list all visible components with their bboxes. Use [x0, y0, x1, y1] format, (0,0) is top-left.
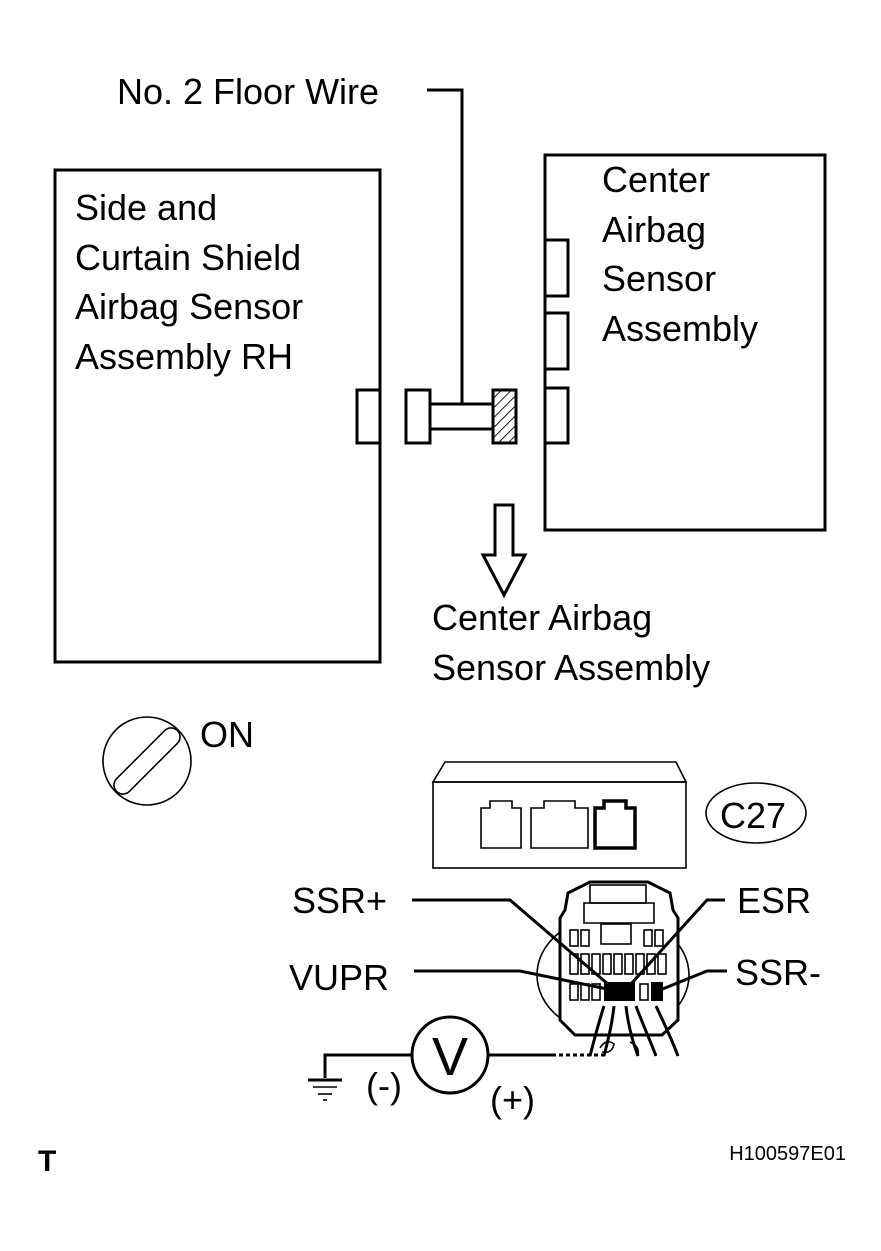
center-sensor-connector-3 [543, 386, 570, 445]
leader-esr [628, 898, 725, 987]
terminal-esr-label: ESR [737, 880, 811, 921]
ignition-on-label: ON [200, 714, 254, 755]
cavity-2 [530, 800, 589, 849]
harness-cable [428, 402, 495, 431]
positive-lead-label: (+) [490, 1079, 535, 1120]
harness-connector-right-disconnected [491, 388, 518, 445]
harness-connector-left [404, 388, 432, 445]
connector-front-view [431, 761, 688, 869]
side-sensor-line-4: Assembly RH [75, 336, 293, 377]
floor-wire-harness [404, 388, 518, 445]
side-sensor-line-2: Curtain Shield [75, 237, 301, 278]
center-caption-line-2: Sensor Assembly [432, 647, 710, 688]
side-sensor-line-1: Side and [75, 187, 217, 228]
connector-wire-bundle [588, 1005, 680, 1057]
figure-id: H100597E01 [729, 1143, 846, 1165]
terminal-ssr-minus-label: SSR- [735, 952, 821, 993]
center-sensor-line-4: Assembly [602, 308, 758, 349]
center-sensor-connector-2 [543, 311, 570, 371]
center-sensor-connector-1 [543, 238, 570, 298]
leader-vupr [414, 969, 613, 992]
voltmeter-label: V [432, 1027, 468, 1087]
voltmeter-icon [410, 1015, 490, 1095]
center-sensor-line-2: Airbag [602, 209, 706, 250]
negative-lead-wire [323, 1053, 412, 1078]
connector-code-badge [705, 782, 807, 844]
cavity-3-c27 [593, 799, 637, 850]
side-sensor-line-3: Airbag Sensor [75, 286, 303, 327]
center-caption-line-1: Center Airbag [432, 597, 652, 638]
terminal-vupr-label: VUPR [289, 957, 389, 998]
side-sensor-connector [355, 388, 382, 445]
connector-rear-view [536, 880, 690, 1037]
side-curtain-sensor-box: Side and Curtain Shield Airbag Sensor As… [53, 168, 382, 664]
terminal-ssr-plus-label: SSR+ [292, 880, 387, 921]
cavity-1 [480, 800, 522, 849]
negative-lead-label: (-) [366, 1065, 402, 1106]
terminal-ssr-minus [651, 982, 663, 1001]
leader-ssr-plus [412, 898, 610, 987]
floor-wire-label: No. 2 Floor Wire [117, 71, 379, 112]
connector-code-label: C27 [720, 795, 786, 836]
leader-ssr-minus [659, 969, 727, 992]
footer-marker: T [38, 1145, 56, 1178]
floor-wire-leader [427, 88, 464, 405]
voltmeter-circuit: V [308, 1015, 608, 1101]
center-sensor-box: Center Airbag Sensor Assembly [543, 153, 827, 532]
center-sensor-line-3: Sensor [602, 258, 716, 299]
down-arrow-icon [480, 503, 528, 599]
ignition-switch-icon [102, 716, 192, 806]
center-sensor-line-1: Center [602, 159, 710, 200]
ground-icon [308, 1078, 342, 1101]
terminal-block-vupr-ssrplus-esr [604, 982, 635, 1001]
